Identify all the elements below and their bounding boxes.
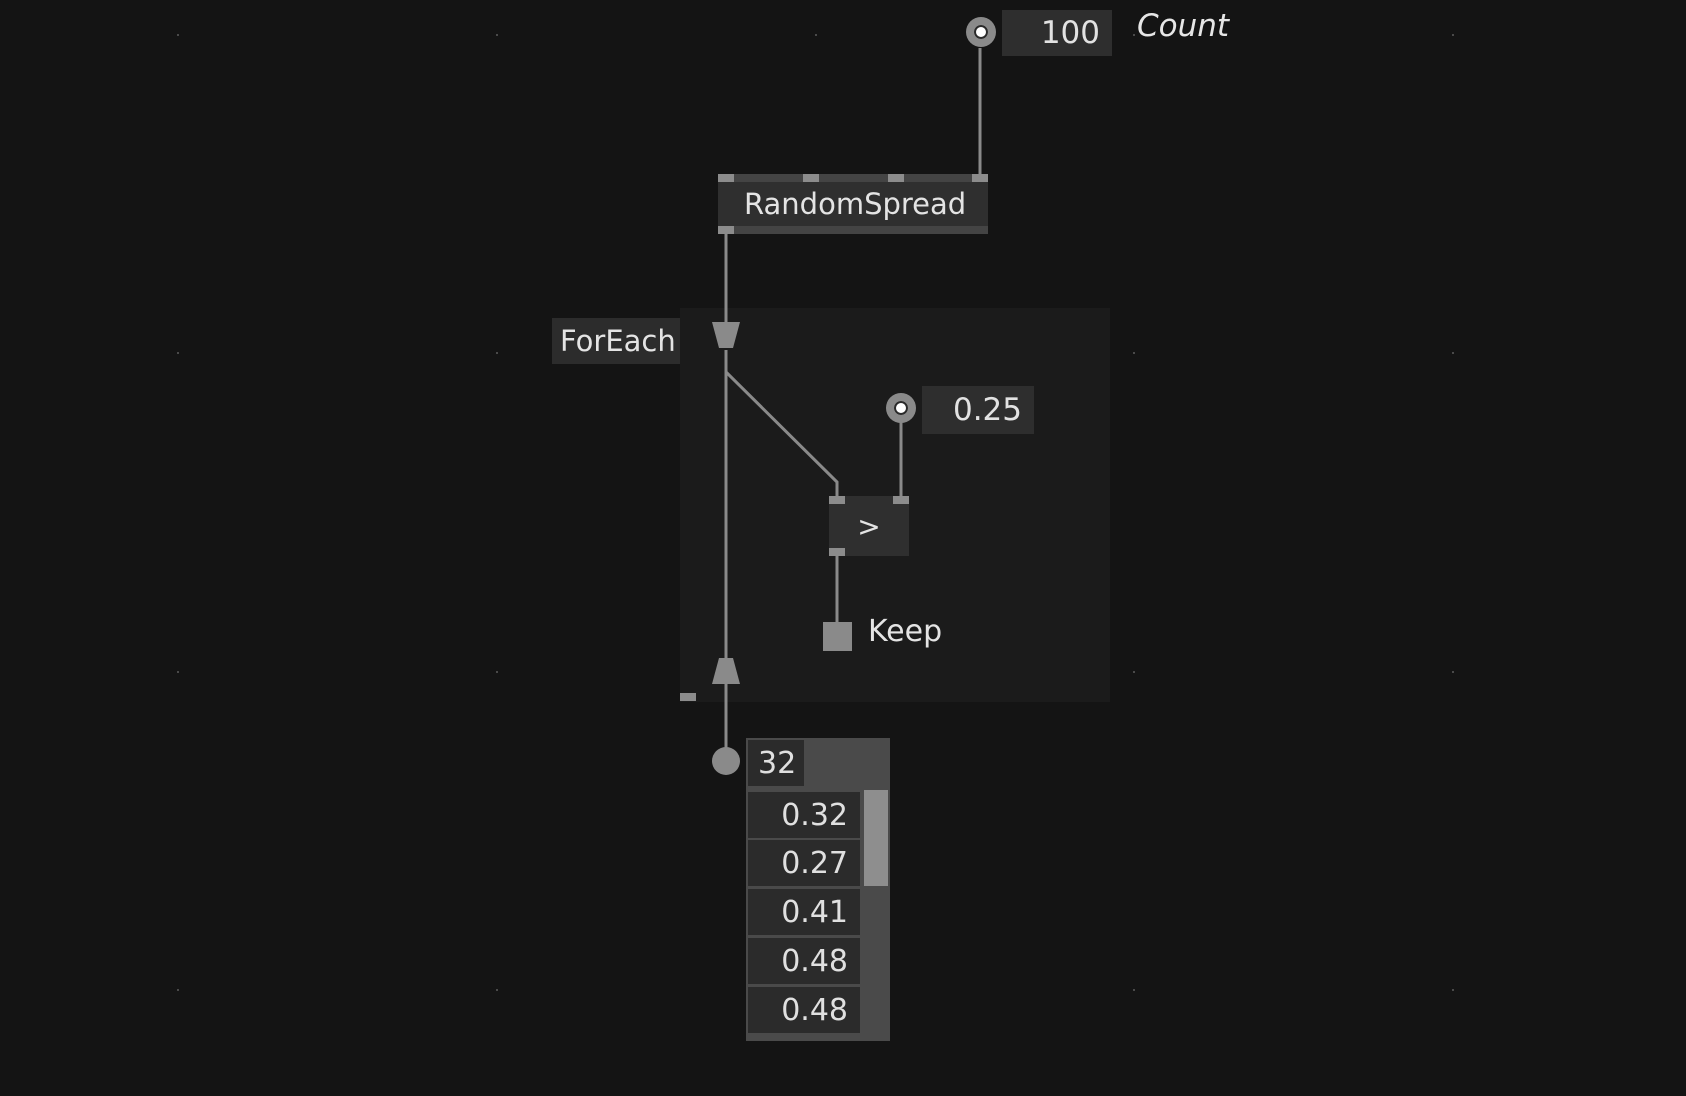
keep-label: Keep: [868, 614, 943, 649]
compare-input-pin-2[interactable]: [893, 496, 909, 504]
greater-than-label: >: [857, 509, 881, 543]
spread-value-1[interactable]: 0.32: [748, 792, 860, 838]
randomspread-input-pin-4[interactable]: [972, 174, 988, 182]
randomspread-input-pin-2[interactable]: [803, 174, 819, 182]
spread-value-5[interactable]: 0.48: [748, 987, 860, 1033]
spread-value-4[interactable]: 0.48: [748, 938, 860, 984]
randomspread-output-pin[interactable]: [718, 226, 734, 234]
wire-item-to-compare: [724, 370, 839, 496]
foreach-input-splicer-icon: [712, 322, 740, 348]
greater-than-node[interactable]: >: [829, 496, 909, 556]
randomspread-title: RandomSpread: [744, 187, 967, 221]
spread-viewer[interactable]: 32 0.32 0.27 0.41 0.48 0.48: [746, 738, 890, 1041]
randomspread-input-pin-3[interactable]: [888, 174, 904, 182]
foreach-output-splicer-icon: [712, 658, 740, 684]
viewer-input-pin-icon: [712, 747, 740, 775]
threshold-pin-icon[interactable]: [886, 393, 916, 423]
compare-input-pin-1[interactable]: [829, 496, 845, 504]
threshold-input[interactable]: 0.25: [922, 386, 1034, 434]
count-label: Count: [1137, 8, 1230, 44]
spread-value-3[interactable]: 0.41: [748, 889, 860, 935]
count-pin-icon[interactable]: [966, 17, 996, 47]
count-input[interactable]: 100: [1002, 10, 1112, 56]
spread-count: 32: [748, 740, 804, 786]
foreach-label[interactable]: ForEach: [552, 318, 680, 364]
spread-scrollbar-thumb[interactable]: [864, 790, 888, 886]
keep-pin-icon[interactable]: [823, 622, 852, 651]
compare-output-pin[interactable]: [829, 548, 845, 556]
randomspread-node[interactable]: RandomSpread: [718, 174, 988, 234]
foreach-corner-pin[interactable]: [680, 693, 696, 701]
randomspread-input-pin-1[interactable]: [718, 174, 734, 182]
spread-value-2[interactable]: 0.27: [748, 840, 860, 886]
